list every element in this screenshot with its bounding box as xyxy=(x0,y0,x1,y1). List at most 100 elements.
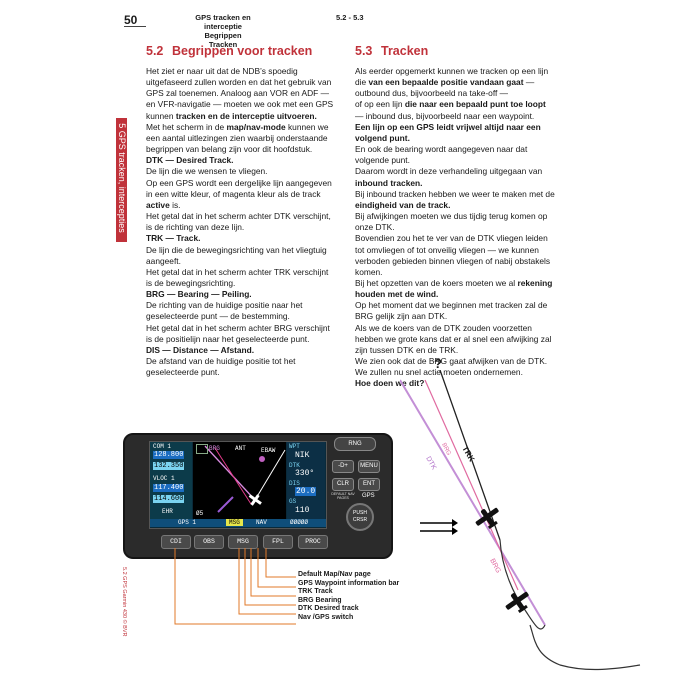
map-scale: Ø5 xyxy=(196,510,204,517)
text-run: kunnen we een aantal uitlezingen zien wa… xyxy=(146,121,329,155)
com-standby-freq: 132.350 xyxy=(153,462,185,470)
status-time: ØØØØØ xyxy=(290,519,309,526)
left-paragraph: Met het scherm in de map/nav-mode kunnen… xyxy=(146,122,334,155)
text-run: map/nav-mode xyxy=(226,121,286,132)
running-header: GPS tracken en interceptie Begrippen Tra… xyxy=(178,13,268,49)
msg-button[interactable]: MSG xyxy=(228,535,258,549)
vloc-active-freq: 117.400 xyxy=(153,484,185,492)
default-nav-pages-label: DEFAULT NAV PAGES xyxy=(331,492,355,500)
text-run: Het getal dat in het scherm achter BRG v… xyxy=(146,322,330,344)
question-mark: ? xyxy=(434,356,442,371)
callout-default-map: Default Map/Nav page xyxy=(298,571,371,578)
arrow-right-icon xyxy=(420,519,458,535)
aircraft-lower-icon xyxy=(505,591,529,614)
text-run: Bovendien zou het te ver van de DTK vlie… xyxy=(355,233,551,277)
text-run: Een lijn op een GPS leidt vrijwel altijd… xyxy=(355,121,541,143)
brg-label-upper: BRG xyxy=(440,442,451,457)
right-paragraph: Een lijn op een GPS leidt vrijwel altijd… xyxy=(355,122,555,144)
aircraft-upper-icon xyxy=(475,507,499,530)
page-number: 50 xyxy=(124,13,138,27)
text-run: We zien ook dat de BRG gaat afwijken van… xyxy=(355,356,548,367)
com-active-freq: 128.800 xyxy=(153,451,185,459)
text-run: — inbound dus, bijvoorbeeld naar een way… xyxy=(355,110,535,121)
left-paragraph: DTK — Desired Track. xyxy=(146,155,334,166)
text-run: Hoe doen we dit? xyxy=(355,378,425,389)
gs-field-value: 110 xyxy=(295,506,310,515)
track-diagram: TRK DTK BRG BRG xyxy=(400,370,641,671)
range-rocker-label: RNG xyxy=(348,441,362,447)
map-brg-label: BRG xyxy=(209,445,220,452)
section-heading-5-3: 5.3 Tracken xyxy=(355,44,428,58)
right-paragraph: of op een lijn die naar een bepaald punt… xyxy=(355,99,555,121)
dtk-label: DTK xyxy=(424,456,437,472)
right-paragraph: Bij het opzetten van de koers moeten we … xyxy=(355,278,555,300)
left-paragraph: Op een GPS wordt een dergelijke lijn aan… xyxy=(146,178,334,211)
map-waypoint-name: EBAW xyxy=(261,447,276,454)
status-nav-label: NAV xyxy=(256,519,267,526)
left-paragraph: BRG — Bearing — Peiling. xyxy=(146,289,334,300)
text-run: van een bepaalde positie vandaan gaat xyxy=(368,77,524,88)
flight-path-lower xyxy=(529,624,641,671)
fpl-button[interactable]: FPL xyxy=(263,535,293,549)
section-range: 5.2 - 5.3 xyxy=(336,13,364,22)
text-run: De lijn die we wensen te vliegen. xyxy=(146,166,268,177)
status-msg: MSG xyxy=(226,519,243,526)
range-rocker[interactable]: RNG xyxy=(334,437,376,451)
right-column-text: Als eerder opgemerkt kunnen we tracken o… xyxy=(355,66,555,390)
map-waypoint-icon xyxy=(196,444,208,454)
header-rule xyxy=(124,26,146,27)
dtk-line xyxy=(400,379,546,626)
text-run: Het getal dat in het scherm achter TRK v… xyxy=(146,266,329,288)
section-title: Tracken xyxy=(381,44,429,58)
left-paragraph: DIS — Distance — Afstand. xyxy=(146,345,334,356)
right-paragraph: Hoe doen we dit? xyxy=(355,378,555,389)
menu-button[interactable]: MENU xyxy=(358,460,380,473)
gps-left-pane: COM 1 128.800 132.350 VLOC 1 117.400 114… xyxy=(150,442,192,526)
push-crsr-knob[interactable]: PUSH CRSR xyxy=(346,503,374,531)
left-paragraph: De richting van de huidige positie naar … xyxy=(146,300,334,322)
section-number: 5.3 xyxy=(355,44,373,58)
cdi-button[interactable]: CDI xyxy=(161,535,191,549)
running-header-line: Begrippen xyxy=(204,31,242,40)
station-ident: EHR xyxy=(162,508,173,515)
right-paragraph: We zullen nu snel actie moeten onderneme… xyxy=(355,367,555,378)
right-paragraph: Als we de koers van de DTK zouden voorze… xyxy=(355,323,555,356)
text-run: BRG — Bearing — Peiling. xyxy=(146,289,252,300)
right-paragraph: Bovendien zou het te ver van de DTK vlie… xyxy=(355,233,555,278)
right-paragraph: Bij afwijkingen moeten we dus tijdig ter… xyxy=(355,211,555,233)
left-paragraph: De lijn die de bewegingsrichting van het… xyxy=(146,245,334,267)
clr-button[interactable]: CLR xyxy=(332,478,354,491)
text-run: inbound tracken. xyxy=(355,177,423,188)
left-column-text: Het ziet er naar uit dat de NDB’s spoedi… xyxy=(146,66,334,378)
proc-button[interactable]: PROC xyxy=(298,535,328,549)
left-paragraph: Het getal dat in het scherm achter BRG v… xyxy=(146,323,334,345)
ent-button[interactable]: ENT xyxy=(358,478,380,491)
text-run: is. xyxy=(169,199,181,210)
chapter-side-tab-label: 5 GPS tracken, intercepties xyxy=(117,123,127,233)
callout-leaders xyxy=(174,548,296,625)
text-run: Als we de koers van de DTK zouden voorze… xyxy=(355,322,552,355)
text-run: eindigheid van de track. xyxy=(355,199,451,210)
push-crsr-label: PUSH CRSR xyxy=(352,510,368,523)
running-header-line: GPS tracken en interceptie xyxy=(195,13,251,31)
trk-label: TRK xyxy=(460,445,476,464)
text-run: De richting van de huidige positie naar … xyxy=(146,300,303,322)
map-graphics xyxy=(204,445,286,513)
text-run: Als eerder opgemerkt kunnen we tracken o… xyxy=(355,66,549,88)
chapter-side-tab: 5 GPS tracken, intercepties xyxy=(116,118,127,242)
callout-nav-gps-switch: Nav /GPS switch xyxy=(298,613,354,621)
right-paragraph: We zien ook dat de BRG gaat afwijken van… xyxy=(355,356,555,367)
dtk-field-value: 330° xyxy=(295,469,315,478)
text-run: — outbound dus, bijvoorbeeld na take-off… xyxy=(355,77,535,99)
right-paragraph: Als eerder opgemerkt kunnen we tracken o… xyxy=(355,66,555,99)
text-run: De lijn die de bewegingsrichting van het… xyxy=(146,244,327,266)
direct-to-button[interactable]: -D+ xyxy=(332,460,354,473)
text-run: of op een lijn xyxy=(355,99,405,110)
text-run: TRK — Track. xyxy=(146,233,201,244)
left-paragraph: Het getal dat in het scherm achter DTK v… xyxy=(146,211,334,233)
wpt-field-label: WPT xyxy=(289,443,300,450)
obs-button[interactable]: OBS xyxy=(194,535,224,549)
left-paragraph: TRK — Track. xyxy=(146,233,334,244)
text-run: active xyxy=(146,199,170,210)
